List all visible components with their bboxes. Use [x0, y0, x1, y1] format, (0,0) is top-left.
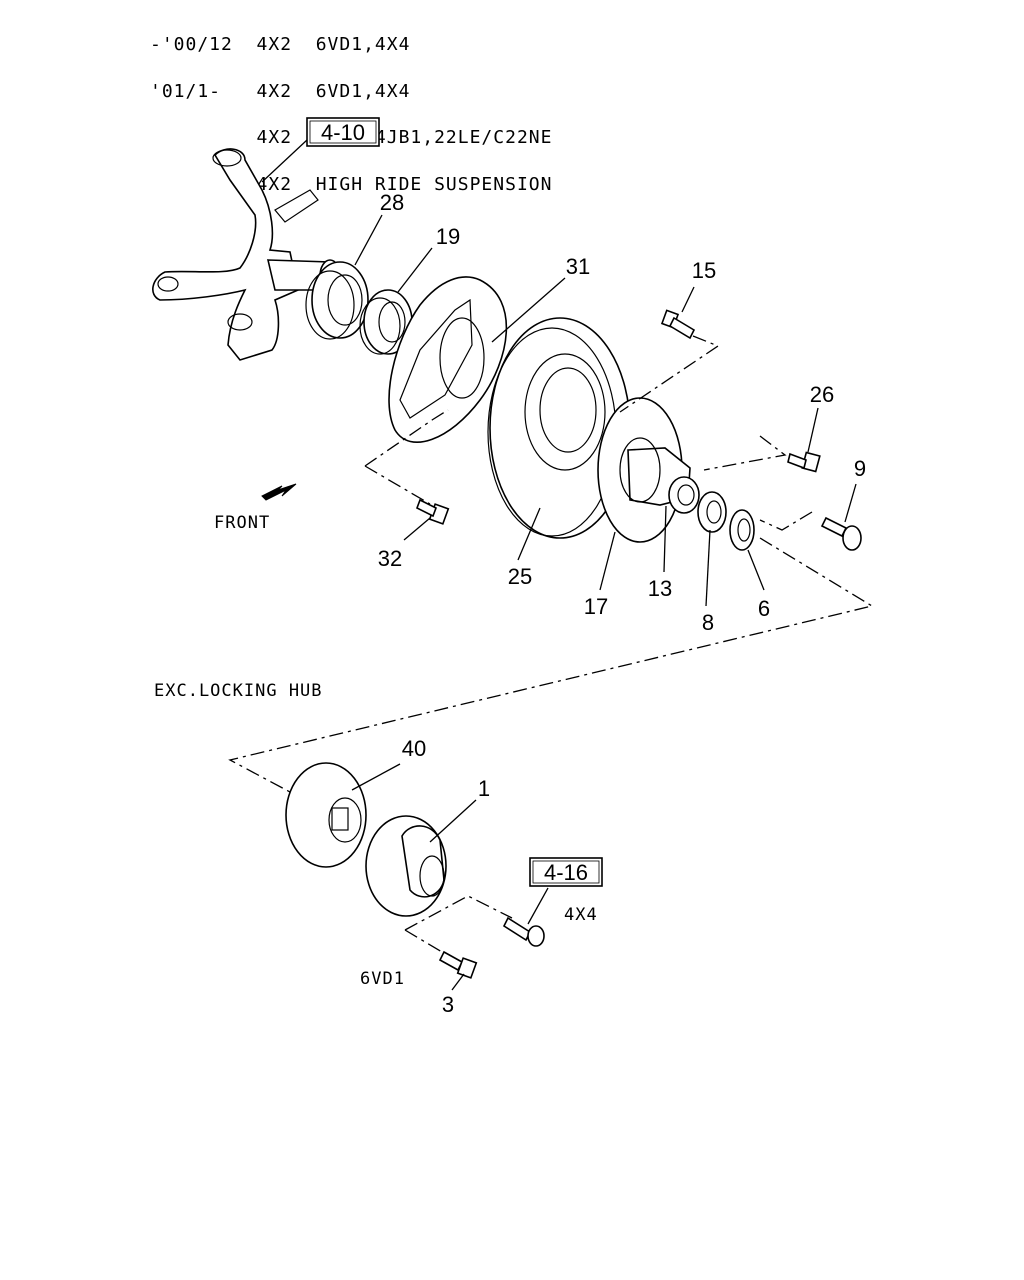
ref-box-knuckle-label: 4-10 — [321, 120, 365, 145]
part-number-17: 17 — [584, 594, 608, 619]
part-number-32: 32 — [378, 546, 402, 571]
front-arrow-icon — [261, 483, 297, 501]
bolt-15 — [660, 309, 696, 340]
ref-box-locking-hub[interactable]: 4-16 — [529, 857, 603, 887]
exc-locking-hub-label: EXC.LOCKING HUB — [154, 681, 323, 701]
variant-4x4-label: 4X4 — [564, 905, 598, 925]
upper-leader-lines — [261, 139, 857, 607]
header-line-1: -'00/12 4X2 6VD1,4X4 — [150, 34, 411, 55]
bolt-26 — [787, 451, 821, 473]
part-number-3: 3 — [442, 992, 454, 1017]
bolt-9 — [820, 516, 862, 551]
header-line-2: '01/1- 4X2 6VD1,4X4 — [150, 80, 411, 102]
assembly-dashed-lines — [228, 335, 874, 959]
front-label: FRONT — [214, 513, 270, 533]
part-number-25: 25 — [508, 564, 532, 589]
part-number-8: 8 — [702, 610, 714, 635]
part-number-1: 1 — [478, 776, 490, 801]
wheel-hub-17 — [597, 397, 691, 543]
part-number-28: 28 — [380, 190, 404, 215]
part-numbers: 28 19 31 15 26 9 32 25 17 13 8 6 40 1 3 — [378, 190, 866, 1017]
hub-cap-1 — [365, 815, 447, 917]
part-number-6: 6 — [758, 596, 770, 621]
part-number-9: 9 — [854, 456, 866, 481]
part-number-13: 13 — [648, 576, 672, 601]
part-number-31: 31 — [566, 254, 590, 279]
dust-shield-31 — [388, 276, 508, 444]
hub-seal-8 — [697, 491, 727, 533]
bolt-4x4 — [502, 916, 545, 947]
bolt-3 — [438, 950, 478, 979]
part-number-19: 19 — [436, 224, 460, 249]
hub-bearing-13 — [668, 476, 700, 514]
ref-box-knuckle[interactable]: 4-10 — [306, 117, 380, 147]
sensor-ring-6 — [729, 509, 755, 551]
outer-bearing-28 — [305, 261, 369, 340]
bolt-32 — [415, 498, 450, 525]
ref-box-locking-hub-label: 4-16 — [544, 860, 588, 885]
variant-6vd1-label: 6VD1 — [360, 969, 405, 989]
lower-leader-lines — [351, 763, 549, 991]
hub-flange-40 — [285, 762, 367, 868]
part-number-15: 15 — [692, 258, 716, 283]
part-number-26: 26 — [810, 382, 834, 407]
part-number-40: 40 — [402, 736, 426, 761]
